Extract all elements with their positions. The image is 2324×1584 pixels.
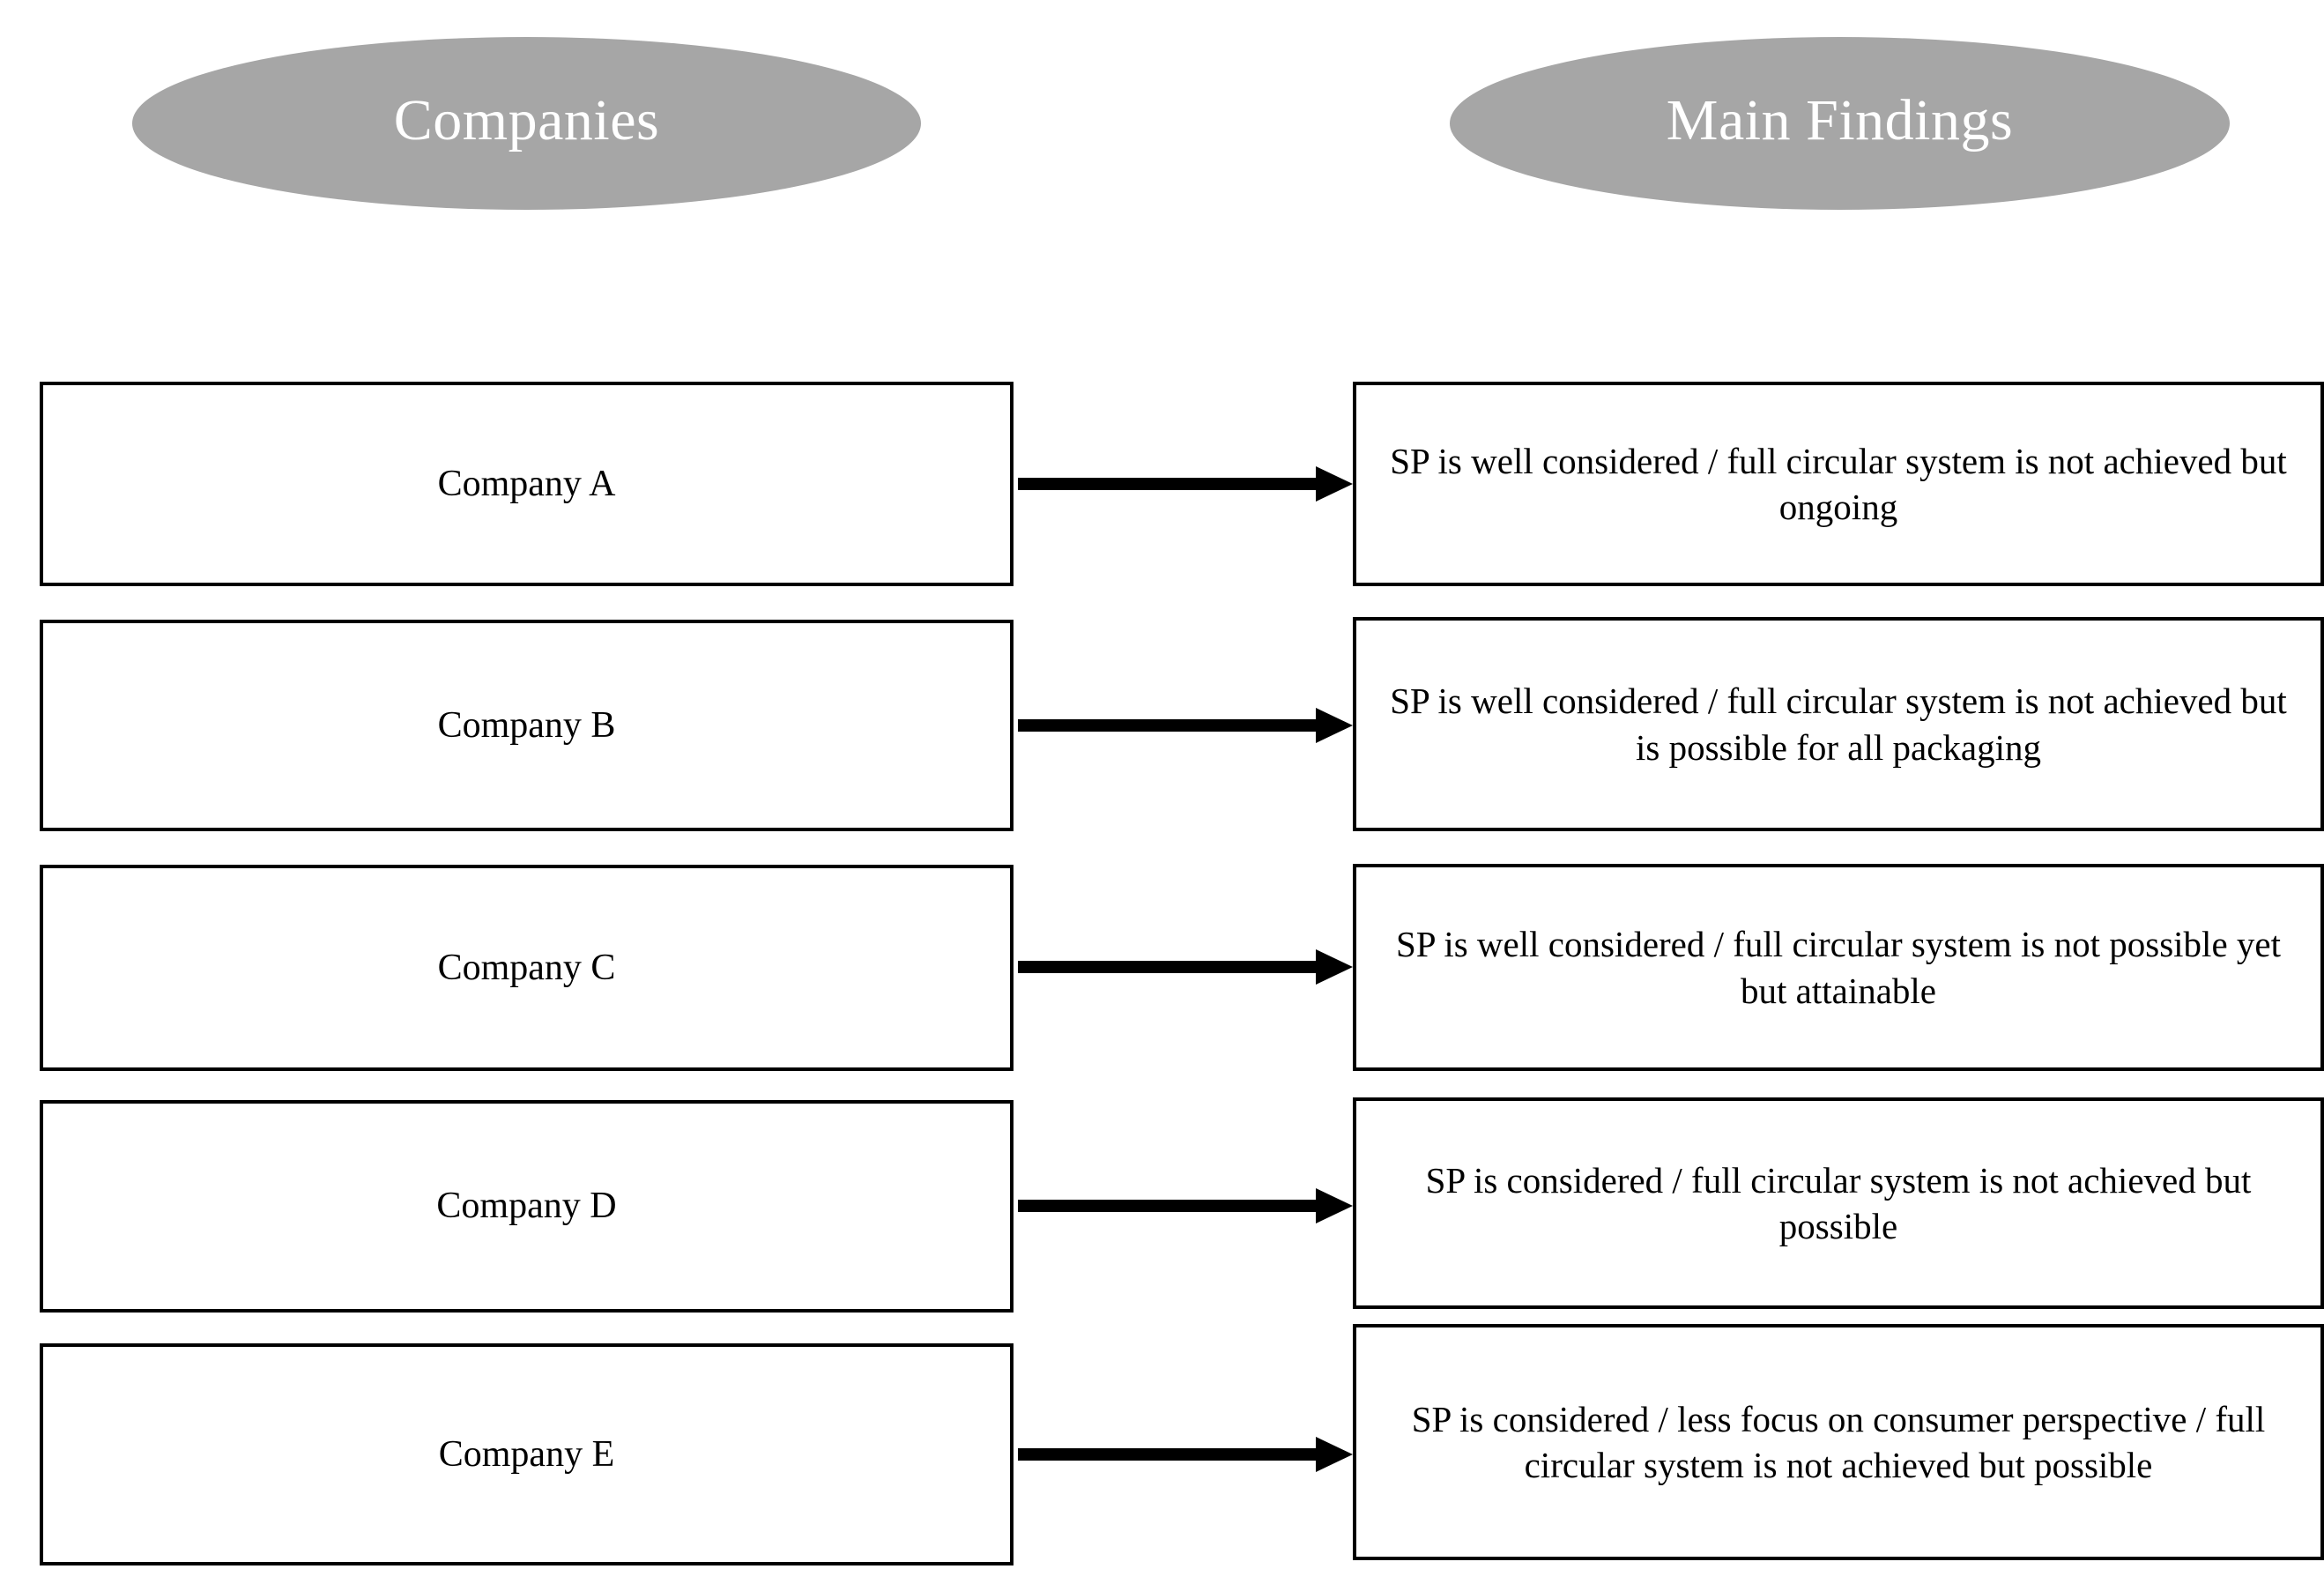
arrow-head-icon xyxy=(1316,1437,1353,1472)
company-label: Company C xyxy=(437,947,616,988)
company-label: Company B xyxy=(437,704,616,746)
arrow-shaft xyxy=(1018,719,1318,732)
header-label-companies: Companies xyxy=(393,88,660,152)
company-label: Company A xyxy=(437,463,616,504)
finding-box-b: SP is well considered / full circular sy… xyxy=(1353,617,2324,831)
company-box-d: Company D xyxy=(40,1100,1014,1313)
diagram-row: Company C SP is well considered / full c… xyxy=(0,864,2324,1071)
finding-label: SP is considered / full circular system … xyxy=(1425,1159,2252,1246)
company-label: Company D xyxy=(436,1186,617,1227)
arrow-shaft xyxy=(1018,1200,1318,1212)
company-box-e: Company E xyxy=(40,1343,1014,1565)
finding-label: SP is well considered / full circular sy… xyxy=(1396,924,2281,1011)
arrow-connector xyxy=(1018,708,1353,743)
finding-box-d: SP is considered / full circular system … xyxy=(1353,1097,2324,1309)
finding-label: SP is well considered / full circular sy… xyxy=(1390,680,2287,768)
header-ellipse-companies: Companies xyxy=(132,37,921,210)
arrow-connector xyxy=(1018,466,1353,502)
arrow-head-icon xyxy=(1316,949,1353,985)
diagram-row: Company D SP is considered / full circul… xyxy=(0,1097,2324,1313)
arrow-head-icon xyxy=(1316,1188,1353,1223)
finding-box-a: SP is well considered / full circular sy… xyxy=(1353,382,2324,586)
company-box-b: Company B xyxy=(40,620,1014,831)
arrow-connector xyxy=(1018,949,1353,985)
diagram-row: Company B SP is well considered / full c… xyxy=(0,617,2324,831)
arrow-head-icon xyxy=(1316,466,1353,502)
header-ellipse-main-findings: Main Findings xyxy=(1450,37,2230,210)
arrow-shaft xyxy=(1018,961,1318,973)
finding-box-e: SP is considered / less focus on consume… xyxy=(1353,1324,2324,1560)
header-label-main-findings: Main Findings xyxy=(1666,88,2014,152)
company-label: Company E xyxy=(438,1433,615,1475)
diagram-row: Company A SP is well considered / full c… xyxy=(0,382,2324,586)
arrow-head-icon xyxy=(1316,708,1353,743)
finding-label: SP is considered / less focus on consume… xyxy=(1411,1398,2266,1485)
arrow-shaft xyxy=(1018,1448,1318,1461)
diagram-row: Company E SP is considered / less focus … xyxy=(0,1324,2324,1565)
company-box-a: Company A xyxy=(40,382,1014,586)
arrow-connector xyxy=(1018,1188,1353,1223)
finding-label: SP is well considered / full circular sy… xyxy=(1390,440,2287,527)
finding-box-c: SP is well considered / full circular sy… xyxy=(1353,864,2324,1071)
company-box-c: Company C xyxy=(40,865,1014,1071)
arrow-shaft xyxy=(1018,478,1318,490)
arrow-connector xyxy=(1018,1437,1353,1472)
